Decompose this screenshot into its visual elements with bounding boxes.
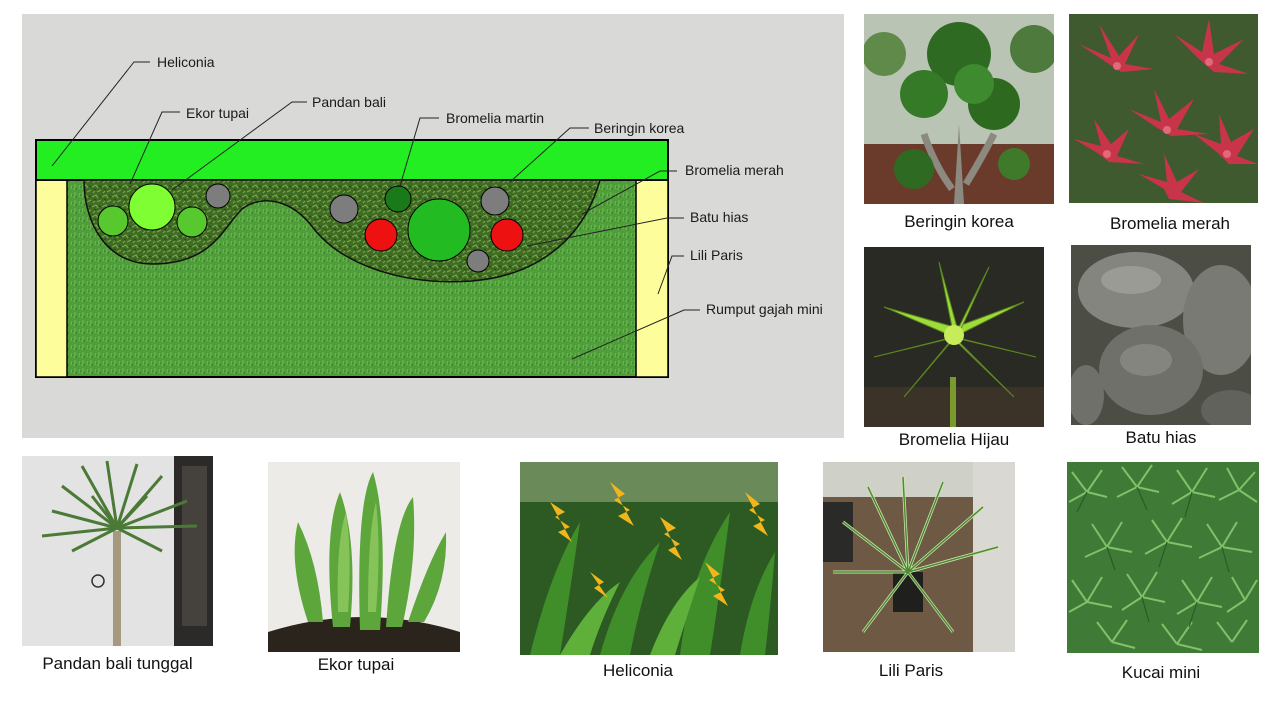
label-bromelia-martin: Bromelia martin [446, 110, 545, 126]
bromelia-merah-symbol-2 [490, 218, 524, 252]
ekor-tupai-symbol [97, 205, 129, 237]
foxtail-fern-icon [268, 462, 460, 652]
caption-beringin-korea: Beringin korea [904, 212, 1014, 231]
green-bromeliad-icon [864, 247, 1044, 427]
caption-kucai-mini: Kucai mini [1121, 663, 1201, 682]
caption-lili-paris: Lili Paris [878, 661, 944, 680]
caption-ekor-tupai: Ekor tupai [317, 655, 395, 674]
caption-batu-hias: Batu hias [1125, 428, 1197, 447]
label-rumput-gajah-mini: Rumput gajah mini [706, 301, 823, 317]
garden-plan: Heliconia Ekor tupai Pandan bali Bromeli… [22, 14, 844, 438]
stone-symbol [205, 183, 231, 209]
caption-bromelia-hijau: Bromelia Hijau [898, 430, 1010, 449]
stone-symbol-3 [480, 186, 510, 216]
stone-symbol-2 [329, 194, 359, 224]
pandan-bali-symbol [128, 183, 176, 231]
right-border-strip [635, 179, 669, 378]
pandan-plant-icon [22, 456, 213, 646]
label-beringin-korea: Beringin korea [594, 120, 685, 136]
mondo-grass-icon [1067, 462, 1259, 653]
spider-plant-icon [823, 462, 1015, 652]
label-ekor-tupai: Ekor tupai [186, 105, 250, 121]
label-pandan-bali: Pandan bali [312, 94, 386, 110]
leader-lines [51, 61, 700, 360]
caption-heliconia: Heliconia [603, 661, 673, 680]
bromelia-merah-symbol [364, 218, 398, 252]
top-border-strip [35, 139, 669, 181]
left-border-strip [35, 179, 68, 378]
label-batu-hias: Batu hias [690, 209, 749, 225]
ekor-tupai-symbol-2 [176, 206, 208, 238]
bromelia-martin-symbol [384, 185, 412, 213]
stone-symbol-4 [466, 249, 490, 273]
bonsai-tree-icon [864, 14, 1054, 204]
label-lili-paris: Lili Paris [690, 247, 743, 263]
garden-plan-drawing [35, 61, 700, 378]
caption-bromelia-merah: Bromelia merah [1110, 214, 1230, 233]
label-bromelia-merah: Bromelia merah [685, 162, 784, 178]
beringin-korea-symbol [407, 198, 471, 262]
red-bromeliad-icon [1069, 14, 1258, 203]
label-heliconia: Heliconia [157, 54, 215, 70]
heliconia-flowers-icon [520, 462, 778, 655]
decorative-stones-icon [1071, 245, 1251, 425]
caption-pandan-bali-tunggal: Pandan bali tunggal [42, 654, 193, 673]
